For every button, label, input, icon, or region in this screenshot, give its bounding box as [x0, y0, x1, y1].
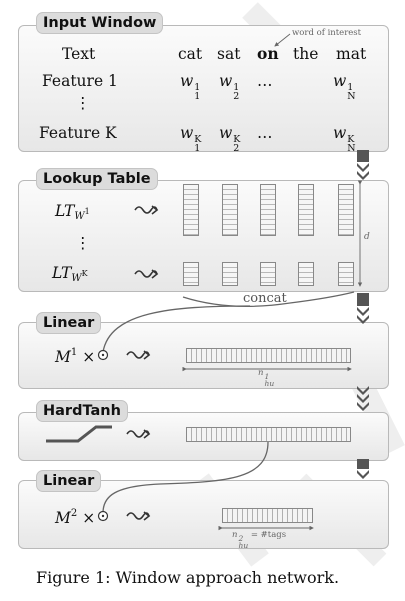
lookup-column	[338, 262, 354, 286]
lookup-column	[183, 262, 199, 286]
lookup-column	[260, 184, 276, 236]
figure-caption: Figure 1: Window approach network.	[36, 568, 340, 587]
linear-1-output-bar	[186, 348, 351, 363]
text-row-label: Text	[62, 45, 96, 63]
lookup-table-block	[18, 180, 389, 292]
hardtanh-title: HardTanh	[36, 400, 128, 422]
m1-label: M1 ×	[55, 347, 96, 366]
feature-vdots: ⋮	[75, 94, 91, 112]
linear-2-title: Linear	[36, 470, 102, 492]
m2-label: M2 ×	[55, 508, 96, 527]
feature-1-label: Feature 1	[42, 72, 118, 90]
feature-k-label: Feature K	[39, 124, 117, 142]
lookup-column	[338, 184, 354, 236]
lookup-column	[298, 184, 314, 236]
lookup-column	[222, 262, 238, 286]
word-on: on	[257, 44, 279, 63]
word-of-interest-annotation: word of interest	[292, 28, 362, 38]
input-window-title: Input Window	[36, 12, 164, 34]
feature-k-ellipsis: …	[257, 124, 273, 142]
concat-label: concat	[243, 291, 287, 306]
word-mat: mat	[336, 45, 367, 63]
lookup-column	[298, 262, 314, 286]
word-cat: cat	[178, 45, 203, 63]
lt-w1-label: LTW1	[55, 202, 90, 222]
lookup-vdots: ⋮	[75, 234, 91, 252]
feature-1-ellipsis: …	[257, 72, 273, 90]
word-sat: sat	[217, 45, 241, 63]
lookup-column	[222, 184, 238, 236]
lt-wk-label: LTWK	[52, 264, 88, 284]
input-window-block	[18, 25, 389, 152]
d-dimension-label: d	[364, 232, 370, 242]
hardtanh-output-bar	[186, 427, 351, 442]
lookup-column	[260, 262, 276, 286]
lookup-table-title: Lookup Table	[36, 168, 158, 190]
linear-2-output-bar	[222, 508, 313, 523]
word-the: the	[293, 45, 319, 63]
lookup-column	[183, 184, 199, 236]
linear-1-title: Linear	[36, 312, 102, 334]
